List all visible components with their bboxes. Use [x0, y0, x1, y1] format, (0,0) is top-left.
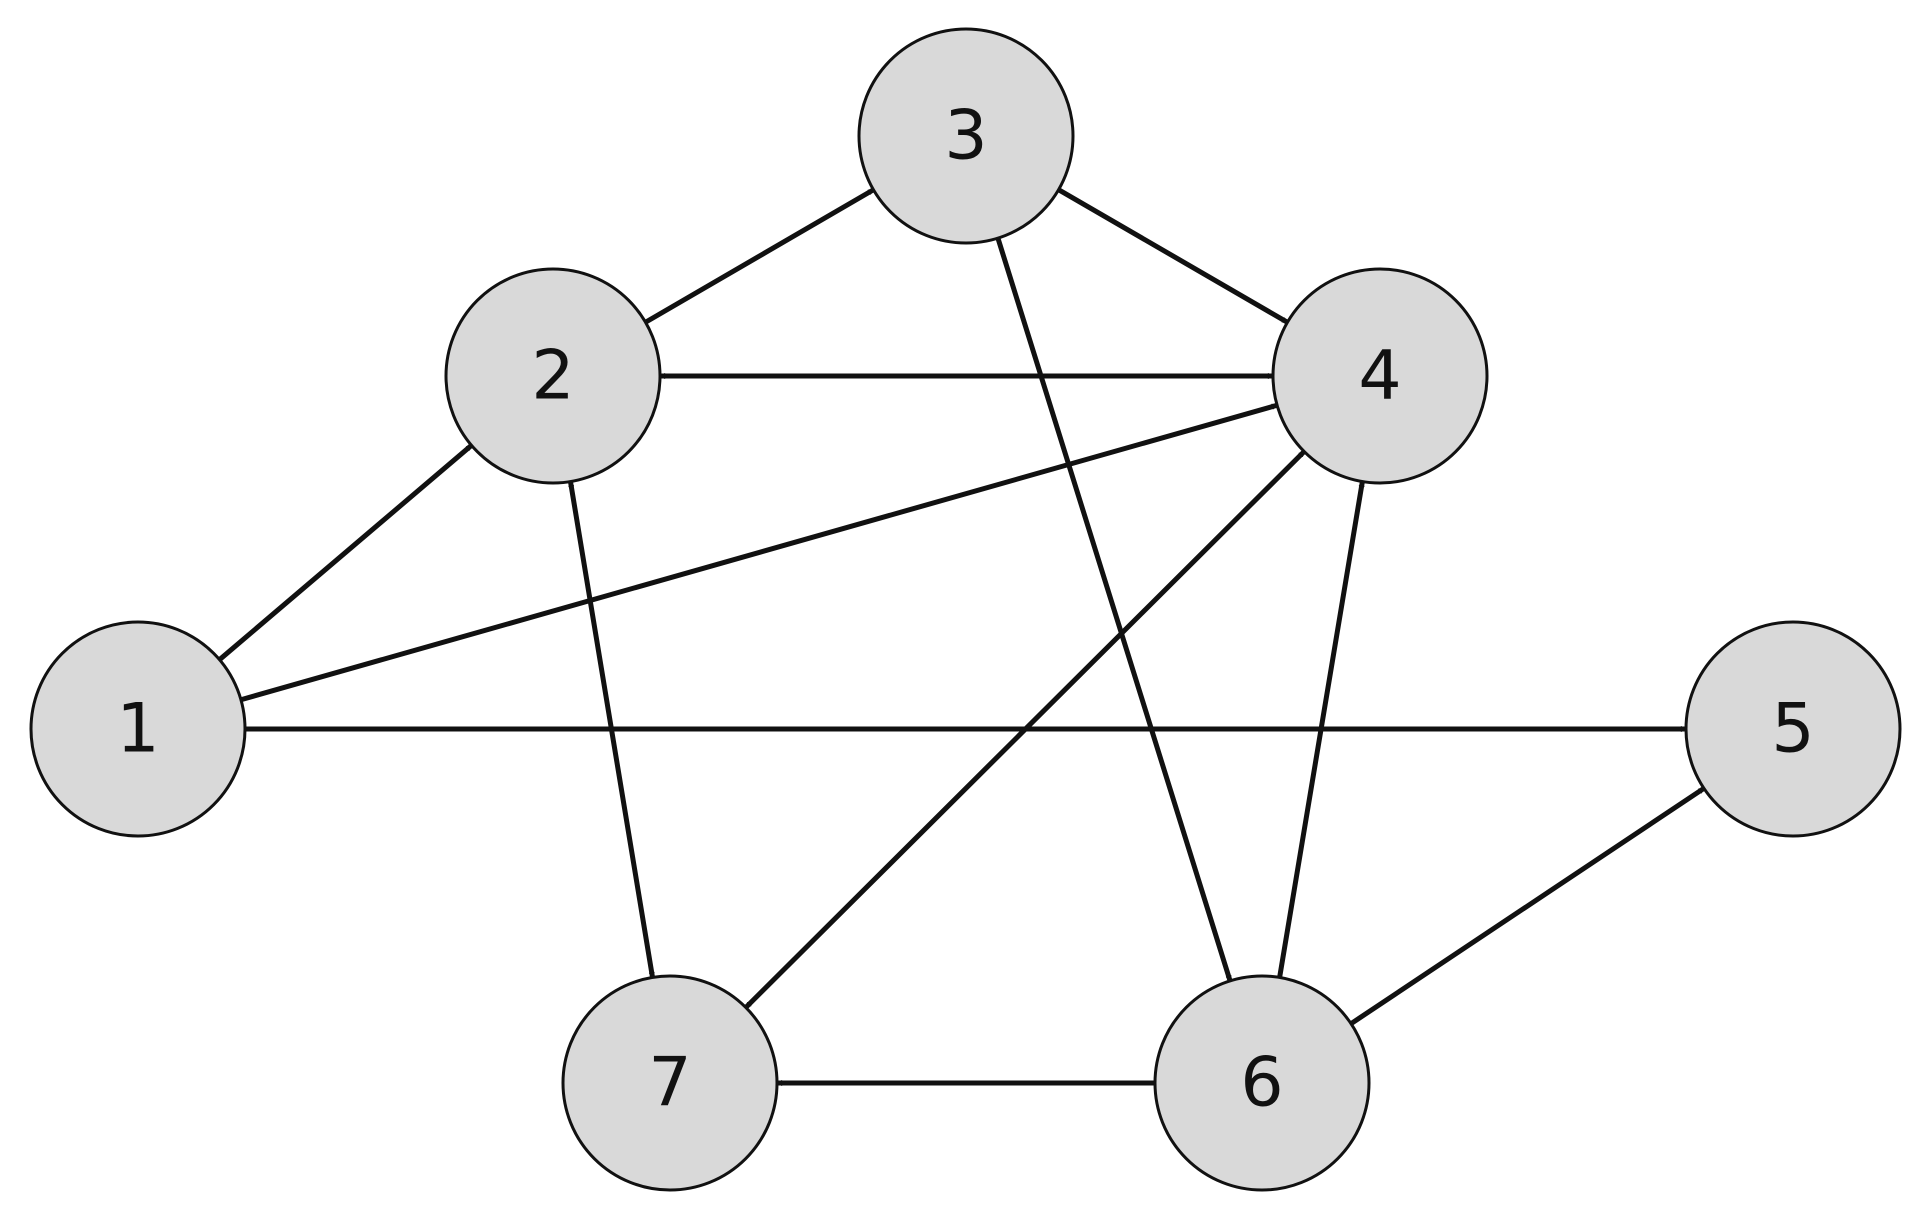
node-circle	[29, 620, 247, 838]
edge-2-to-3	[643, 187, 876, 325]
edge-2-to-7-bidirectional	[567, 479, 656, 980]
edge-6-to-4	[1277, 479, 1365, 980]
nodes-layer: 1 2 3 4 5 6 7	[29, 27, 1902, 1192]
node-label: 4	[1358, 337, 1401, 416]
node-7: 7	[561, 974, 779, 1192]
node-label: 6	[1240, 1044, 1283, 1123]
edge-4-to-7-bidirectional	[743, 449, 1307, 1010]
node-circle	[1271, 267, 1489, 485]
edges-layer	[217, 187, 1707, 1086]
node-label: 3	[944, 97, 987, 176]
node-3: 3	[857, 27, 1075, 245]
edge-3-to-4	[1056, 187, 1290, 325]
node-circle	[857, 27, 1075, 245]
node-6: 6	[1153, 974, 1371, 1192]
node-circle	[561, 974, 779, 1192]
edge-1-to-2	[217, 442, 474, 663]
node-label: 2	[531, 337, 574, 416]
node-2: 2	[444, 267, 662, 485]
node-circle	[444, 267, 662, 485]
node-label: 5	[1771, 690, 1814, 769]
node-5: 5	[1684, 620, 1902, 838]
node-label: 1	[116, 690, 159, 769]
node-label: 7	[648, 1044, 691, 1123]
edge-6-to-5	[1348, 785, 1707, 1027]
node-1: 1	[29, 620, 247, 838]
node-circle	[1684, 620, 1902, 838]
node-circle	[1153, 974, 1371, 1192]
edge-3-to-6	[995, 235, 1233, 984]
edge-1-to-4	[238, 402, 1280, 703]
node-4: 4	[1271, 267, 1489, 485]
